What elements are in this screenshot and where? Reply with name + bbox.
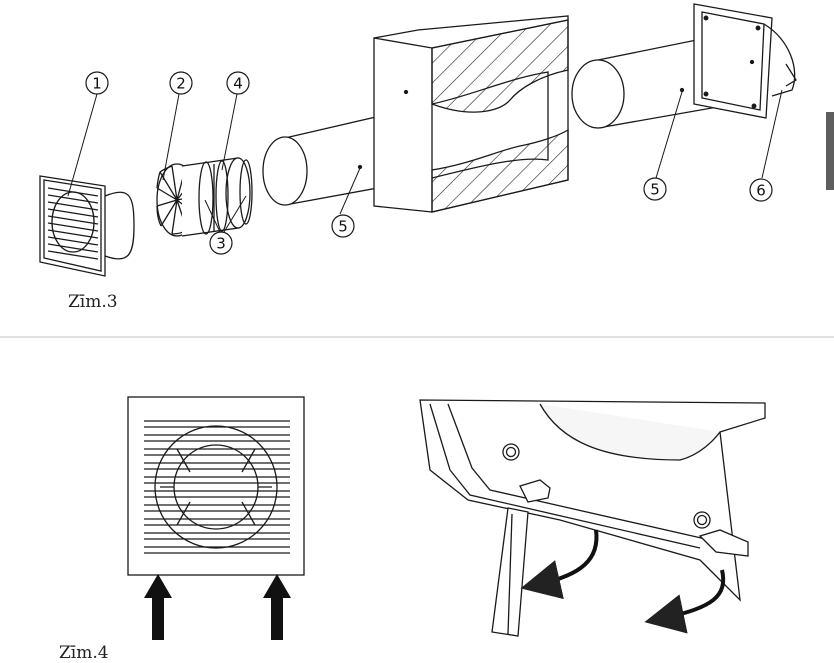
svg-text:4: 4 — [233, 75, 243, 93]
svg-text:5: 5 — [650, 181, 660, 199]
latch-left — [519, 479, 551, 503]
front-grille-drawing — [39, 175, 135, 277]
push-arrows — [144, 574, 291, 640]
fan-motor-drawing — [181, 157, 253, 237]
release-arrows — [520, 529, 726, 634]
callout-6: 6 — [749, 178, 773, 202]
leader-lines — [67, 89, 783, 233]
scrollbar-thumb[interactable] — [826, 112, 834, 190]
figure3-exploded-view — [39, 3, 797, 277]
svg-text:6: 6 — [756, 182, 766, 200]
figure4-caption: Zīm.4 — [59, 643, 109, 663]
svg-text:1: 1 — [92, 75, 102, 93]
figure4-cover-removal — [419, 399, 766, 637]
up-arrow-icon — [144, 574, 172, 640]
curved-arrow-icon — [644, 569, 726, 634]
figure4-grille-view — [127, 396, 305, 576]
latch-right — [698, 529, 749, 557]
svg-text:5: 5 — [338, 218, 348, 236]
callout-3: 3 — [209, 231, 233, 255]
wall-block-drawing — [373, 15, 569, 213]
grille-slats — [144, 420, 290, 554]
callout-2: 2 — [169, 71, 193, 95]
figure3-callouts: 1 2 3 4 5 5 6 — [85, 71, 773, 255]
outer-cover-drawing — [693, 3, 797, 119]
svg-text:3: 3 — [216, 235, 226, 253]
callout-5-rear: 5 — [643, 177, 667, 201]
figure3-caption: Zīm.3 — [68, 292, 118, 312]
callout-4: 4 — [226, 71, 250, 95]
fan-ring-outer — [154, 425, 278, 549]
svg-text:2: 2 — [176, 75, 186, 93]
up-arrow-icon — [263, 574, 291, 640]
callout-5-front: 5 — [331, 214, 355, 238]
callout-1: 1 — [85, 71, 109, 95]
curved-arrow-icon — [520, 529, 599, 600]
